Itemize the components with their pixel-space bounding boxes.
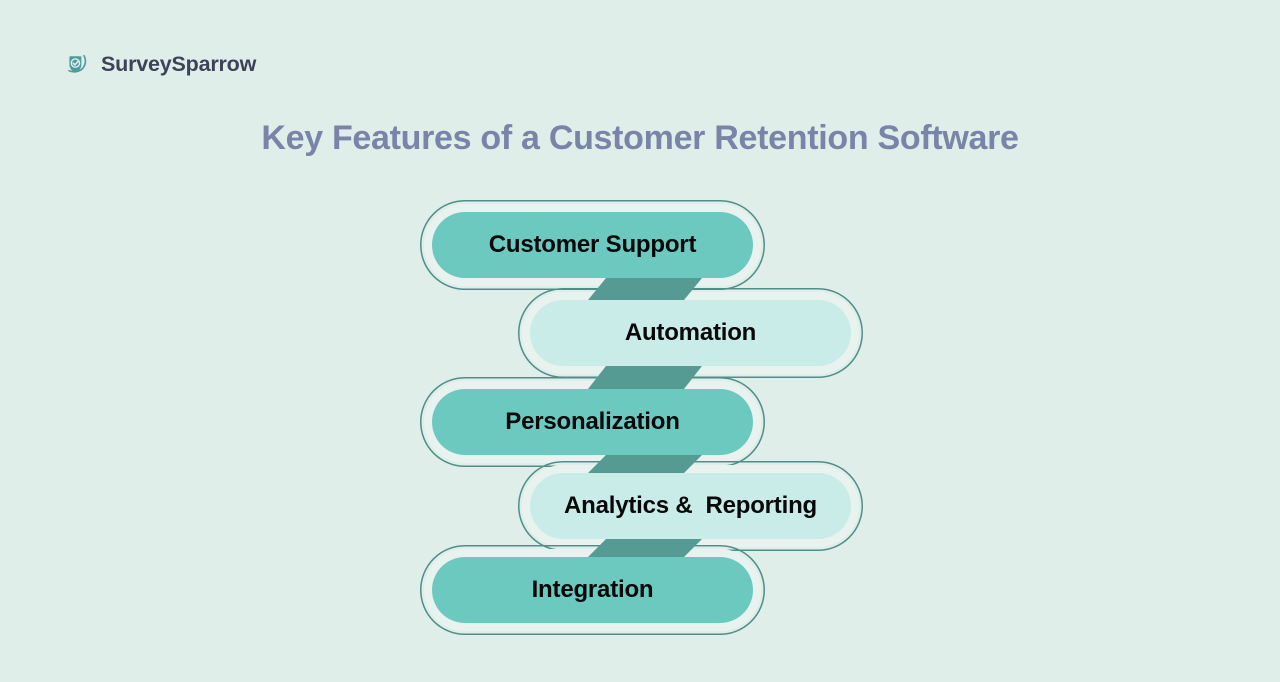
band-connector-3 [588, 539, 702, 557]
band-pill-1 [530, 300, 851, 366]
band-outline-4 [420, 545, 765, 635]
band-connector-1 [588, 366, 702, 389]
funnel-band-label: Customer Support [488, 231, 697, 258]
band-pill-3 [530, 473, 851, 539]
band-pill-0 [432, 212, 753, 278]
band-pill-4 [432, 557, 753, 623]
surveysparrow-shield-check-icon [66, 52, 92, 78]
page-title: Key Features of a Customer Retention Sof… [261, 119, 1019, 157]
band-connector-2 [588, 455, 702, 473]
funnel-band-label: Personalization [505, 408, 680, 435]
brand-logo[interactable]: SurveySparrow [66, 52, 256, 78]
funnel-band-label: Integration [531, 576, 654, 603]
band-connector-0 [588, 278, 702, 300]
funnel-band-3[interactable]: Personalization [432, 389, 753, 455]
funnel-band-5[interactable]: Integration [432, 557, 753, 623]
brand-wordmark: SurveySparrow [101, 52, 257, 77]
funnel-band-label: Analytics & Reporting [564, 492, 817, 519]
funnel-band-label: Automation [624, 319, 757, 346]
funnel-band-4[interactable]: Analytics & Reporting [530, 473, 851, 539]
funnel-band-2[interactable]: Automation [530, 300, 851, 366]
band-pill-2 [432, 389, 753, 455]
funnel-band-1[interactable]: Customer Support [432, 212, 753, 278]
